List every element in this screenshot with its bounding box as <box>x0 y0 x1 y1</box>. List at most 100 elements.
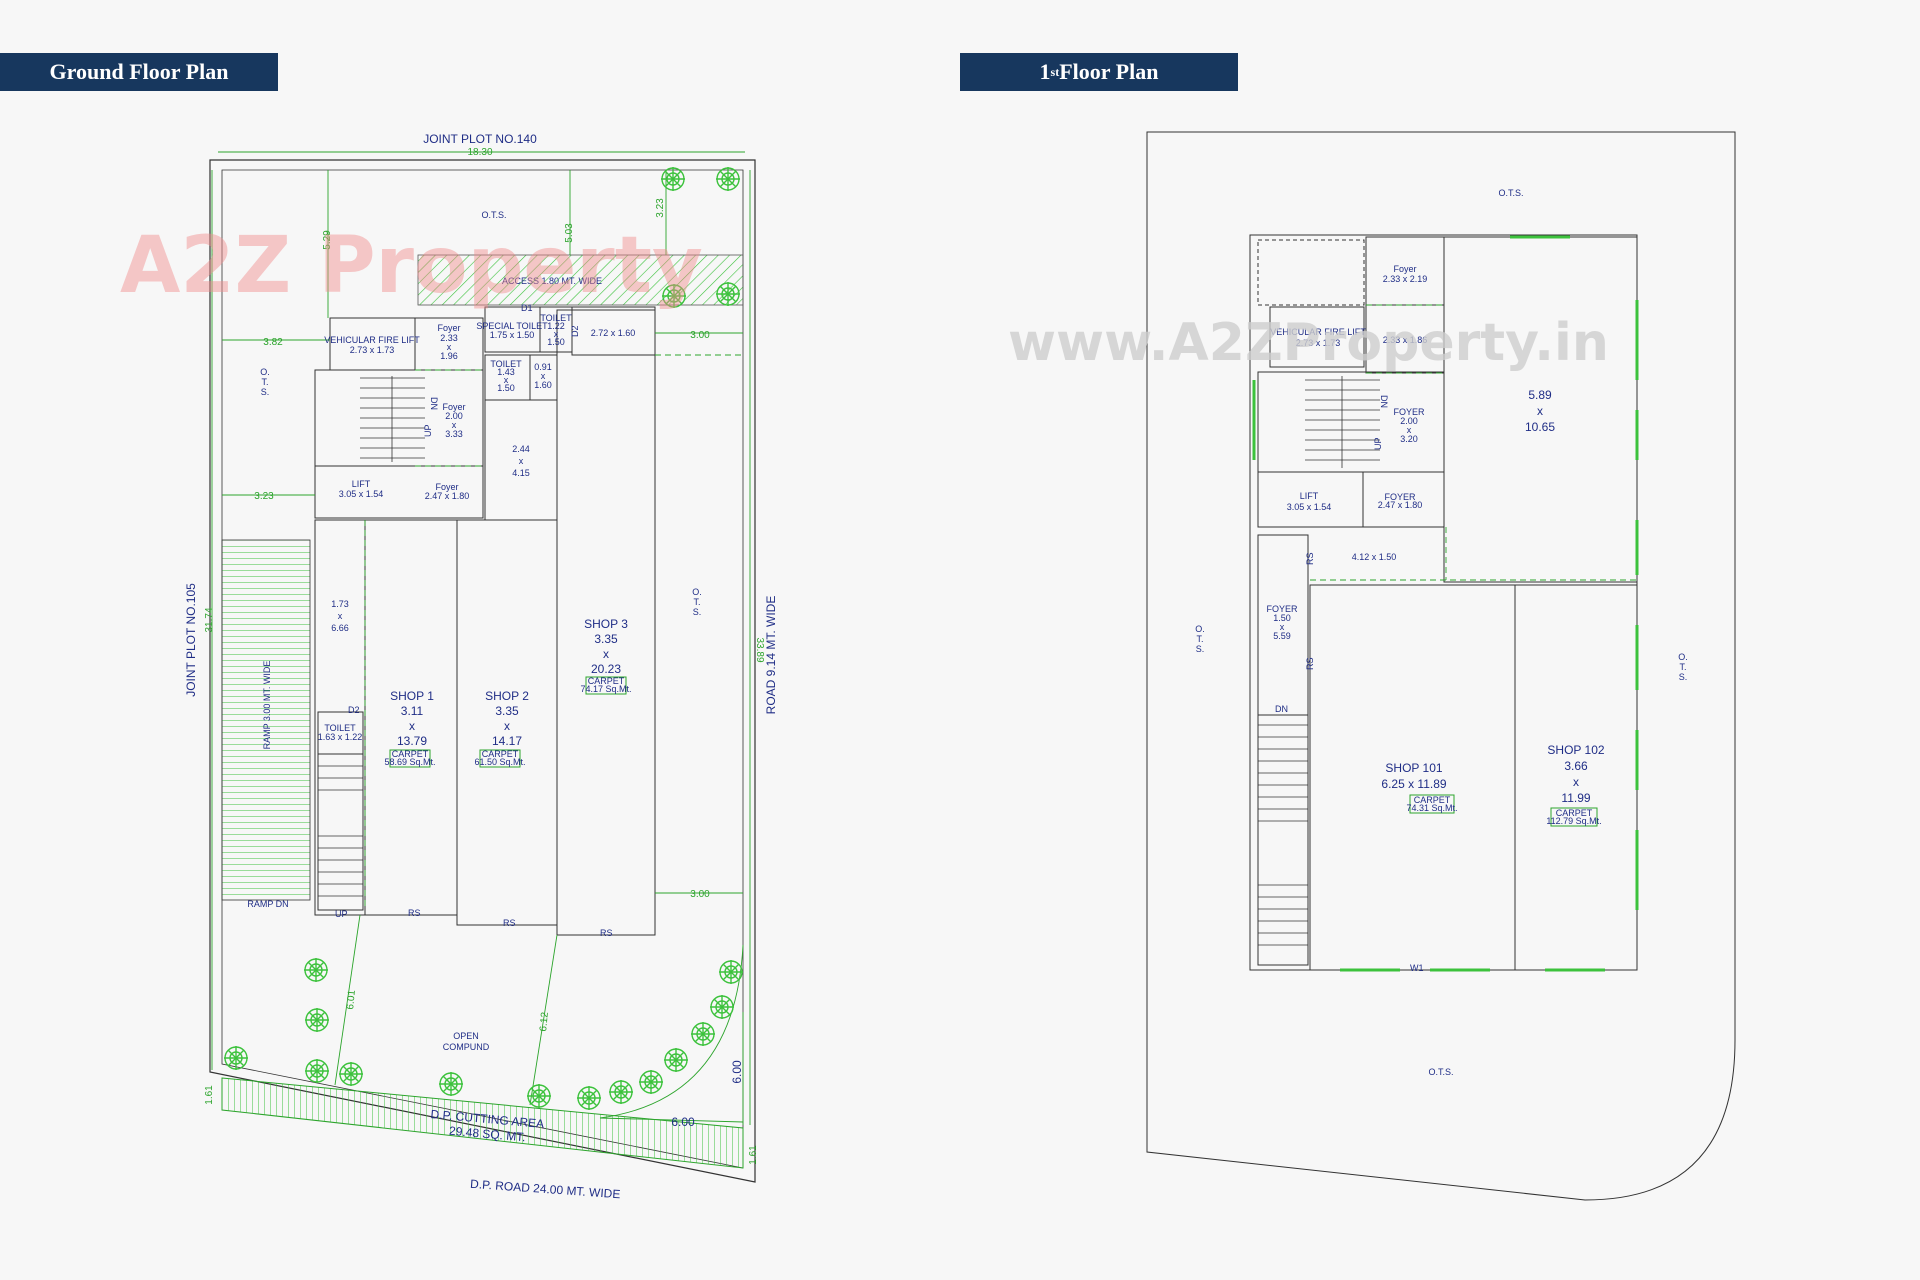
first-vfl-room <box>1269 306 1365 368</box>
special-toilet-l1: SPECIAL TOILET <box>476 321 548 331</box>
foyer1-l4: 1.96 <box>440 351 458 361</box>
road-bottom-label: D.P. ROAD 24.00 MT. WIDE <box>470 1177 621 1201</box>
first-foyer-d-l4: 5.59 <box>1273 631 1291 641</box>
lift-l2: 3.05 x 1.54 <box>339 489 384 499</box>
toilet-b-l1: TOILET <box>490 359 522 369</box>
shop102-l1: SHOP 102 <box>1547 743 1604 757</box>
tree-icon <box>608 1079 634 1105</box>
first-tag-up: UP <box>1373 437 1383 450</box>
vfl-upper-bay <box>1257 239 1365 306</box>
ramp <box>221 539 311 901</box>
first-lift-l2: 3.05 x 1.54 <box>1287 502 1332 512</box>
ground-stair-treads <box>318 376 425 897</box>
first-room-589-l3: 10.65 <box>1525 420 1555 434</box>
shop102-carpet-box <box>1550 807 1598 827</box>
first-tag-w1: W1 <box>1410 963 1424 973</box>
dim-323: 3.23 <box>254 491 274 502</box>
road-left-label: JOINT PLOT NO.105 <box>184 583 198 697</box>
tree-icon <box>304 1058 330 1084</box>
first-room-412: 4.12 x 1.50 <box>1352 552 1397 562</box>
first-vfl-size: 2.73 x 1.73 <box>1296 338 1341 348</box>
road-right-label: ROAD 9.14 MT. WIDE <box>764 596 778 715</box>
toilet-b-l2: 1.43 <box>497 367 515 377</box>
first-foyer-b-l4: 3.20 <box>1400 434 1418 444</box>
ground-plot-boundary <box>209 159 756 1183</box>
toilet-c-l2: 1.63 x 1.22 <box>318 732 363 742</box>
shop1-l1: SHOP 1 <box>390 689 434 703</box>
room-244-l3: 4.15 <box>512 468 530 478</box>
first-foyer-d-l3: x <box>1280 622 1285 632</box>
toilet-a-l3: x <box>554 329 559 339</box>
foyer1-l1: Foyer <box>437 323 460 333</box>
shop-3-room <box>556 309 656 936</box>
toilet-c-l1: TOILET <box>324 723 356 733</box>
dp-cutting-l2: 29.48 SQ. MT. <box>449 1124 527 1145</box>
tree-icon <box>338 1061 364 1087</box>
dim-600a: 6.00 <box>730 1060 744 1084</box>
shop2-l1: SHOP 2 <box>485 689 529 703</box>
dim-161a: 1.61 <box>204 1085 215 1105</box>
shop101-carpet-l1: CARPET <box>1414 795 1451 805</box>
room-272-label: 2.72 x 1.60 <box>591 328 636 338</box>
tree-icon <box>303 957 329 983</box>
first-tag-rs1: RS <box>1305 552 1315 565</box>
first-tag-rs2: RS <box>1305 657 1315 670</box>
shop101-carpet-l2: 74.31 Sq.Mt. <box>1406 803 1457 813</box>
shop1-carpet-l2: 58.69 Sq.Mt. <box>384 757 435 767</box>
first-windows <box>1252 235 1639 972</box>
first-foyer-d-l2: 1.50 <box>1273 613 1291 623</box>
first-room-589-l2: x <box>1537 404 1543 418</box>
toilet-b-l4: 1.50 <box>497 383 515 393</box>
ots-right-label: O.T.S. <box>692 587 702 617</box>
road-top-label: JOINT PLOT NO.140 <box>423 132 537 146</box>
toilet-a-l4: 1.50 <box>547 337 565 347</box>
shop2-carpet-box <box>479 749 521 768</box>
tree-icon <box>660 166 686 192</box>
tree-icon <box>526 1083 552 1109</box>
first-dashed-lines <box>1310 304 1637 581</box>
tree-icon <box>638 1069 664 1095</box>
ground-floor-plan-title: Ground Floor Plan <box>0 53 278 91</box>
tag-d1: D1 <box>521 303 533 313</box>
first-foyer-c-l2: 2.47 x 1.80 <box>1378 500 1423 510</box>
dim-300b: 3.00 <box>690 889 710 900</box>
room-091-l1: 0.91 <box>534 362 552 372</box>
shop1-l4: 13.79 <box>397 734 427 748</box>
first-foyer-b-l2: 2.00 <box>1400 416 1418 426</box>
foyer1-l3: x <box>447 342 452 352</box>
foyer1-l2: 2.33 <box>440 333 458 343</box>
tag-rs3: RS <box>600 928 613 938</box>
dim-529: 5.29 <box>322 230 333 250</box>
first-vfl-title: VEHICULAR FIRE LIFT <box>1270 327 1366 337</box>
tree-icon <box>715 166 741 192</box>
tree-icon <box>438 1071 464 1097</box>
access-strip <box>417 254 744 306</box>
dim-323b: 3.23 <box>655 198 666 218</box>
dim-503: 5.03 <box>564 223 575 243</box>
dim-382: 3.82 <box>263 337 283 348</box>
tag-up2: UP <box>335 909 348 919</box>
dim-601: 6.01 <box>345 989 358 1010</box>
room-173-strip <box>314 519 366 916</box>
foyer2-l2: 2.00 <box>445 411 463 421</box>
first-foyer-c-l1: FOYER <box>1384 492 1416 502</box>
tree-icon <box>304 1007 330 1033</box>
tree-icon <box>663 1047 689 1073</box>
foyer3-l1: Foyer <box>435 482 458 492</box>
shop102-carpet-l2: 112.79 Sq.Mt. <box>1546 816 1601 826</box>
tree-icon <box>690 1021 716 1047</box>
shop101-l2: 6.25 x 11.89 <box>1381 777 1446 791</box>
shop1-carpet-l1: CARPET <box>392 749 429 759</box>
shop1-l3: x <box>409 719 415 733</box>
first-floor-title-rest: Floor Plan <box>1059 59 1159 84</box>
first-floor-title-num: 1 <box>1039 59 1051 84</box>
special-toilet-l2: 1.75 x 1.50 <box>490 330 535 340</box>
first-room-233: 2.33 x 1.86 <box>1383 335 1428 345</box>
shop102-l2: 3.66 <box>1564 759 1588 773</box>
shop1-l2: 3.11 <box>401 704 424 718</box>
first-ots-left: O.T.S. <box>1195 624 1205 654</box>
tag-d3: D2 <box>570 325 580 337</box>
first-room-589-l1: 5.89 <box>1528 388 1552 402</box>
